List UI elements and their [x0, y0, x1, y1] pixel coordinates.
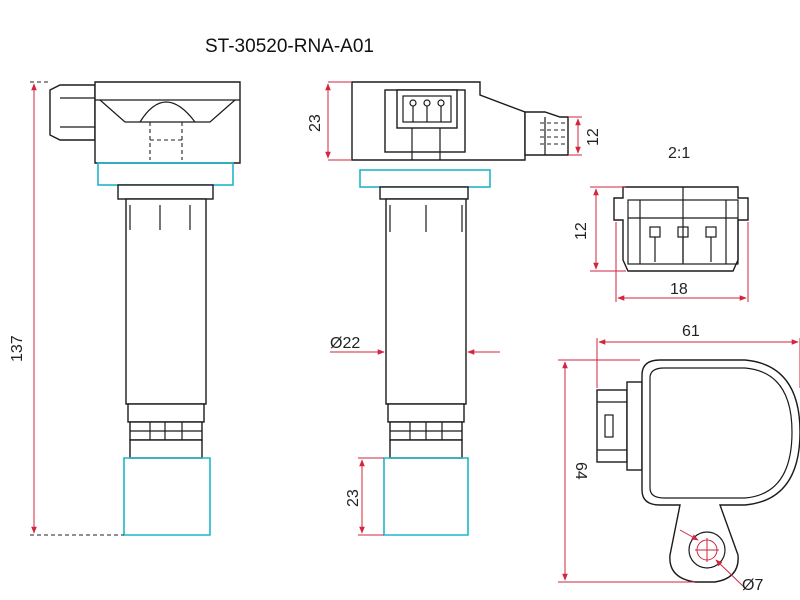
plug-height-label: 12 — [573, 222, 590, 240]
part-number-title: ST-30520-RNA-A01 — [205, 36, 374, 57]
plug-height-dimension: 12 — [573, 186, 626, 272]
head-height-label: 23 — [307, 114, 324, 132]
boot-length-label: 23 — [345, 489, 362, 507]
overall-length-label: 137 — [9, 335, 26, 362]
scale-label: 2:1 — [668, 145, 690, 162]
connector-height-label: 12 — [585, 128, 602, 146]
top-depth-dimension: 64 — [558, 359, 695, 583]
body-diameter-label: Ø22 — [330, 335, 360, 352]
boot-length-dimension: 23 — [345, 457, 384, 536]
connector-height-dimension: 12 — [568, 116, 602, 156]
overall-length-dimension: 137 — [9, 83, 37, 534]
hole-diameter-dimension: Ø7 — [679, 529, 763, 594]
head-height-dimension: 23 — [307, 81, 352, 161]
top-width-label: 61 — [682, 323, 700, 340]
plug-width-label: 18 — [670, 281, 688, 298]
coil-side-view — [30, 81, 241, 536]
coil-front-view — [351, 81, 569, 536]
hole-diameter-label: Ø7 — [742, 577, 763, 594]
top-depth-label: 64 — [572, 462, 589, 480]
connector-detail-view — [613, 186, 749, 272]
body-diameter-dimension: Ø22 — [330, 335, 500, 355]
plug-width-dimension: 18 — [615, 222, 749, 302]
coil-top-view — [596, 359, 800, 583]
top-width-dimension: 61 — [596, 323, 800, 388]
